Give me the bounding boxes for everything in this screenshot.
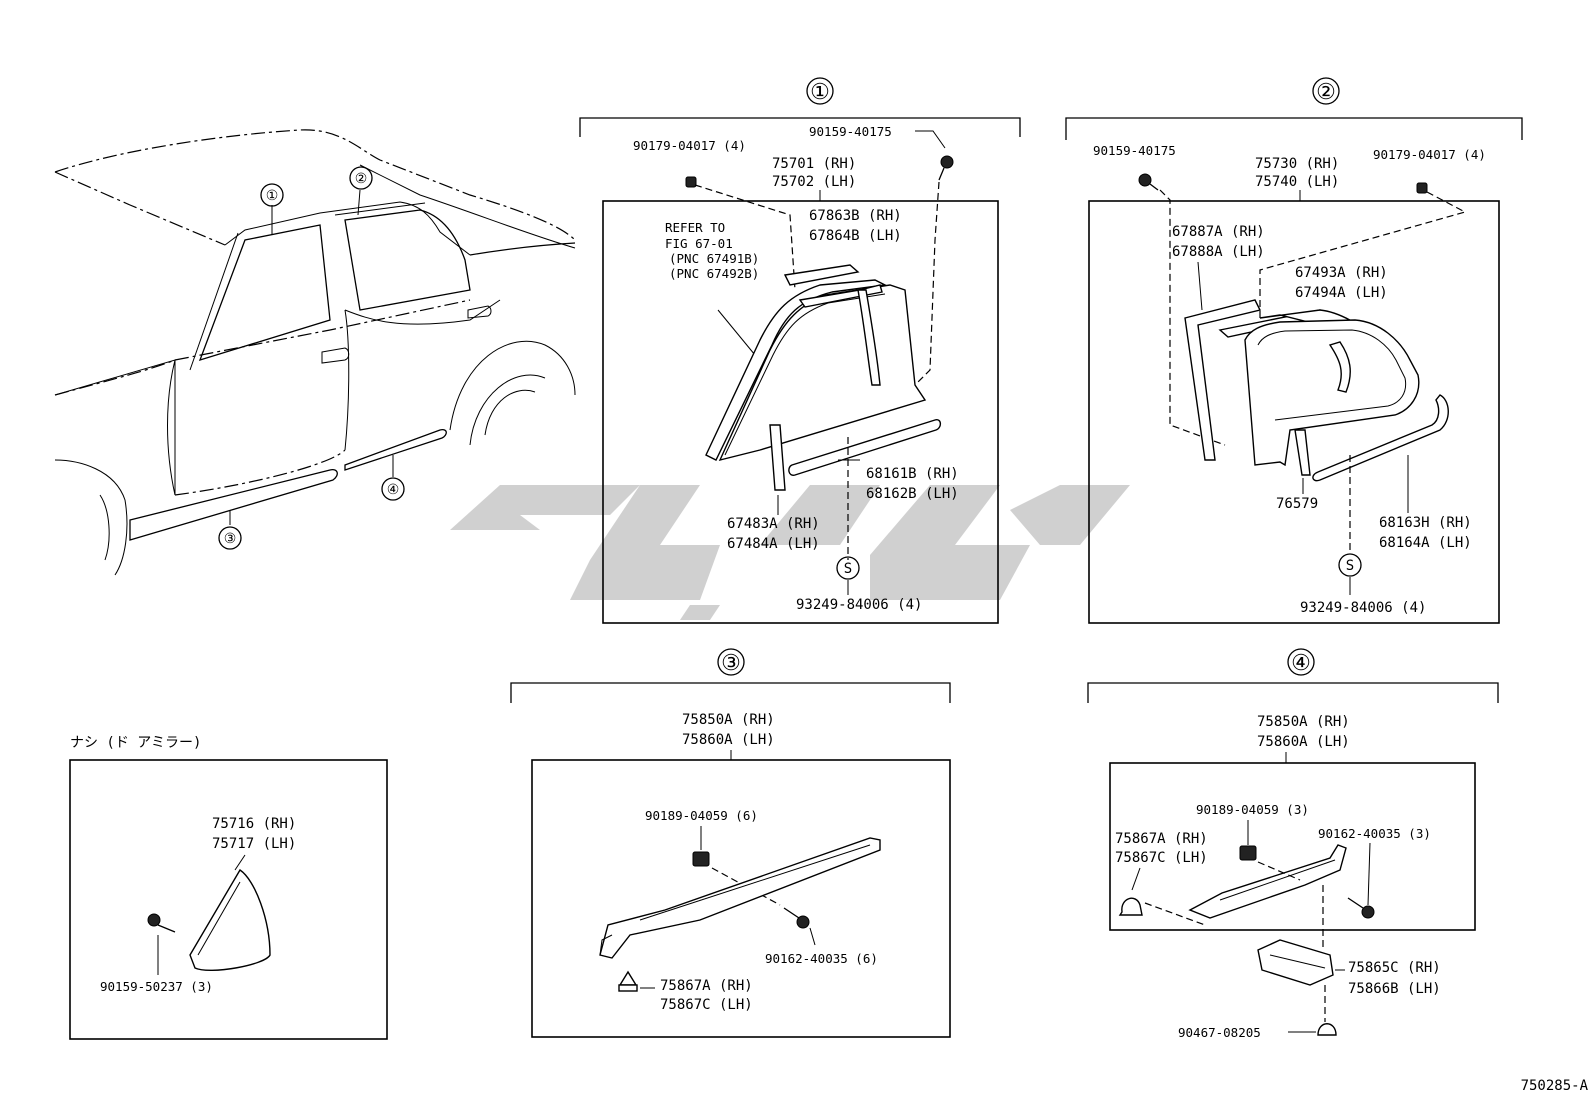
g4-main-lh: 75860A (LH) bbox=[1257, 734, 1350, 750]
g4-clip-part bbox=[1239, 845, 1257, 861]
g2-lower-lh: 68164A (LH) bbox=[1379, 535, 1472, 551]
g3-end-rh: 75867A (RH) bbox=[660, 978, 753, 994]
g1-vertical-rh: 67483A (RH) bbox=[727, 516, 820, 532]
g1-bottom-label: 93249-84006 (4) bbox=[796, 597, 922, 613]
g2-clip-part bbox=[1416, 182, 1428, 194]
g4-main-rh: 75850A (RH) bbox=[1257, 714, 1350, 730]
g4-bracket-part bbox=[1257, 939, 1334, 986]
g2-weather-lh: 67494A (LH) bbox=[1295, 285, 1388, 301]
g3-clip-label: 90189-04059 (6) bbox=[645, 808, 758, 823]
g3-main-rh: 75850A (RH) bbox=[682, 712, 775, 728]
group-4-number: ④ bbox=[1291, 651, 1311, 676]
group-3: ③ 75850A (RH) 75860A (LH) 90189-04059 (6… bbox=[510, 648, 951, 1038]
group-3-frame bbox=[531, 759, 951, 1038]
group-1-frame bbox=[602, 200, 999, 624]
g4-bottom-clip-part bbox=[1317, 1023, 1337, 1036]
g2-clip-label: 90179-04017 (4) bbox=[1373, 147, 1486, 162]
group-4-frame bbox=[1109, 762, 1476, 931]
group-mirror: ナシ (ド アミラー) 75716 (RH) 75717 (LH) 90159-… bbox=[69, 735, 388, 1040]
g4-end-lh: 75867C (LH) bbox=[1115, 850, 1208, 866]
g2-door-moulding-part bbox=[1184, 299, 1449, 482]
vehicle-callout-1: ① bbox=[266, 188, 279, 204]
g2-screw-label: 90159-40175 bbox=[1093, 143, 1176, 158]
group-2-frame bbox=[1088, 200, 1500, 624]
g1-screw-label: 90159-40175 bbox=[809, 124, 892, 139]
g3-main-lh: 75860A (LH) bbox=[682, 732, 775, 748]
group-3-number: ③ bbox=[721, 651, 741, 676]
g3-clip-part bbox=[692, 851, 710, 867]
watermark-logo bbox=[450, 485, 1130, 620]
g3-rocker-moulding-part bbox=[599, 837, 881, 959]
mirror-main-rh: 75716 (RH) bbox=[212, 816, 296, 832]
g2-main-rh: 75730 (RH) bbox=[1255, 156, 1339, 172]
figure-code: 750285-A bbox=[1521, 1078, 1589, 1094]
g4-screw-part bbox=[1347, 897, 1375, 919]
g4-screw-label: 90162-40035 (3) bbox=[1318, 826, 1431, 841]
group-1-number: ① bbox=[810, 80, 830, 105]
g3-screw-label: 90162-40035 (6) bbox=[765, 951, 878, 966]
g1-refer-1: REFER TO bbox=[665, 220, 725, 235]
mirror-cover-part bbox=[189, 869, 271, 971]
vehicle-callout-3: ③ bbox=[224, 531, 237, 547]
g1-weather-lh: 67864B (LH) bbox=[809, 228, 902, 244]
g4-bracket-lh: 75866B (LH) bbox=[1348, 981, 1441, 997]
g1-s-mark bbox=[836, 556, 860, 580]
g2-bottom-label: 93249-84006 (4) bbox=[1300, 600, 1426, 616]
g1-clip-label: 90179-04017 (4) bbox=[633, 138, 746, 153]
vehicle-overview: ① ② ③ ④ bbox=[54, 129, 576, 576]
vehicle-callout-4: ④ bbox=[387, 482, 400, 498]
g1-clip-part bbox=[685, 176, 697, 188]
g3-end-clip-part bbox=[618, 970, 638, 992]
g1-lower-lh: 68162B (LH) bbox=[866, 486, 959, 502]
g2-screw-part bbox=[1138, 173, 1159, 191]
g1-refer-4: (PNC 67492B) bbox=[669, 266, 759, 281]
g4-rocker-moulding-part bbox=[1188, 844, 1347, 919]
group-2-number: ② bbox=[1316, 80, 1336, 105]
mirror-heading: ナシ (ド アミラー) bbox=[70, 735, 201, 751]
group-1: ① 90179-04017 (4) 90159-40175 75701 (RH)… bbox=[579, 77, 1021, 624]
g4-clip-label: 90189-04059 (3) bbox=[1196, 802, 1309, 817]
g1-s-text: S bbox=[844, 561, 852, 577]
mirror-main-lh: 75717 (LH) bbox=[212, 836, 296, 852]
mirror-screw-part bbox=[147, 913, 176, 933]
g4-bracket-rh: 75865C (RH) bbox=[1348, 960, 1441, 976]
g1-refer-2: FIG 67-01 bbox=[665, 236, 733, 251]
g1-refer-3: (PNC 67491B) bbox=[669, 251, 759, 266]
group-4: ④ 75850A (RH) 75860A (LH) 90189-04059 (3… bbox=[1087, 648, 1499, 1040]
g2-lower-rh: 68163H (RH) bbox=[1379, 515, 1472, 531]
mirror-frame bbox=[69, 759, 388, 1040]
g2-piece-label: 76579 bbox=[1276, 496, 1318, 512]
g1-lower-rh: 68161B (RH) bbox=[866, 466, 959, 482]
g2-weather-rh: 67493A (RH) bbox=[1295, 265, 1388, 281]
g1-weather-rh: 67863B (RH) bbox=[809, 208, 902, 224]
g3-screw-part bbox=[783, 907, 810, 929]
g2-s-text: S bbox=[1346, 558, 1354, 574]
g1-vertical-lh: 67484A (LH) bbox=[727, 536, 820, 552]
g4-bottom-label: 90467-08205 bbox=[1178, 1025, 1261, 1040]
mirror-screw-label: 90159-50237 (3) bbox=[100, 979, 213, 994]
vehicle-callout-2: ② bbox=[355, 171, 368, 187]
g4-end-rh: 75867A (RH) bbox=[1115, 831, 1208, 847]
g1-screw-part bbox=[938, 155, 954, 181]
g1-door-moulding-part bbox=[705, 264, 942, 491]
g4-end-clip-part bbox=[1118, 897, 1143, 916]
group-2: ② 90159-40175 90179-04017 (4) 75730 (RH)… bbox=[1065, 77, 1523, 624]
g1-main-lh: 75702 (LH) bbox=[772, 174, 856, 190]
g2-main-lh: 75740 (LH) bbox=[1255, 174, 1339, 190]
g3-end-lh: 75867C (LH) bbox=[660, 997, 753, 1013]
g2-frame-lh: 67888A (LH) bbox=[1172, 244, 1265, 260]
g2-s-mark bbox=[1338, 553, 1362, 577]
g2-frame-rh: 67887A (RH) bbox=[1172, 224, 1265, 240]
g1-main-rh: 75701 (RH) bbox=[772, 156, 856, 172]
